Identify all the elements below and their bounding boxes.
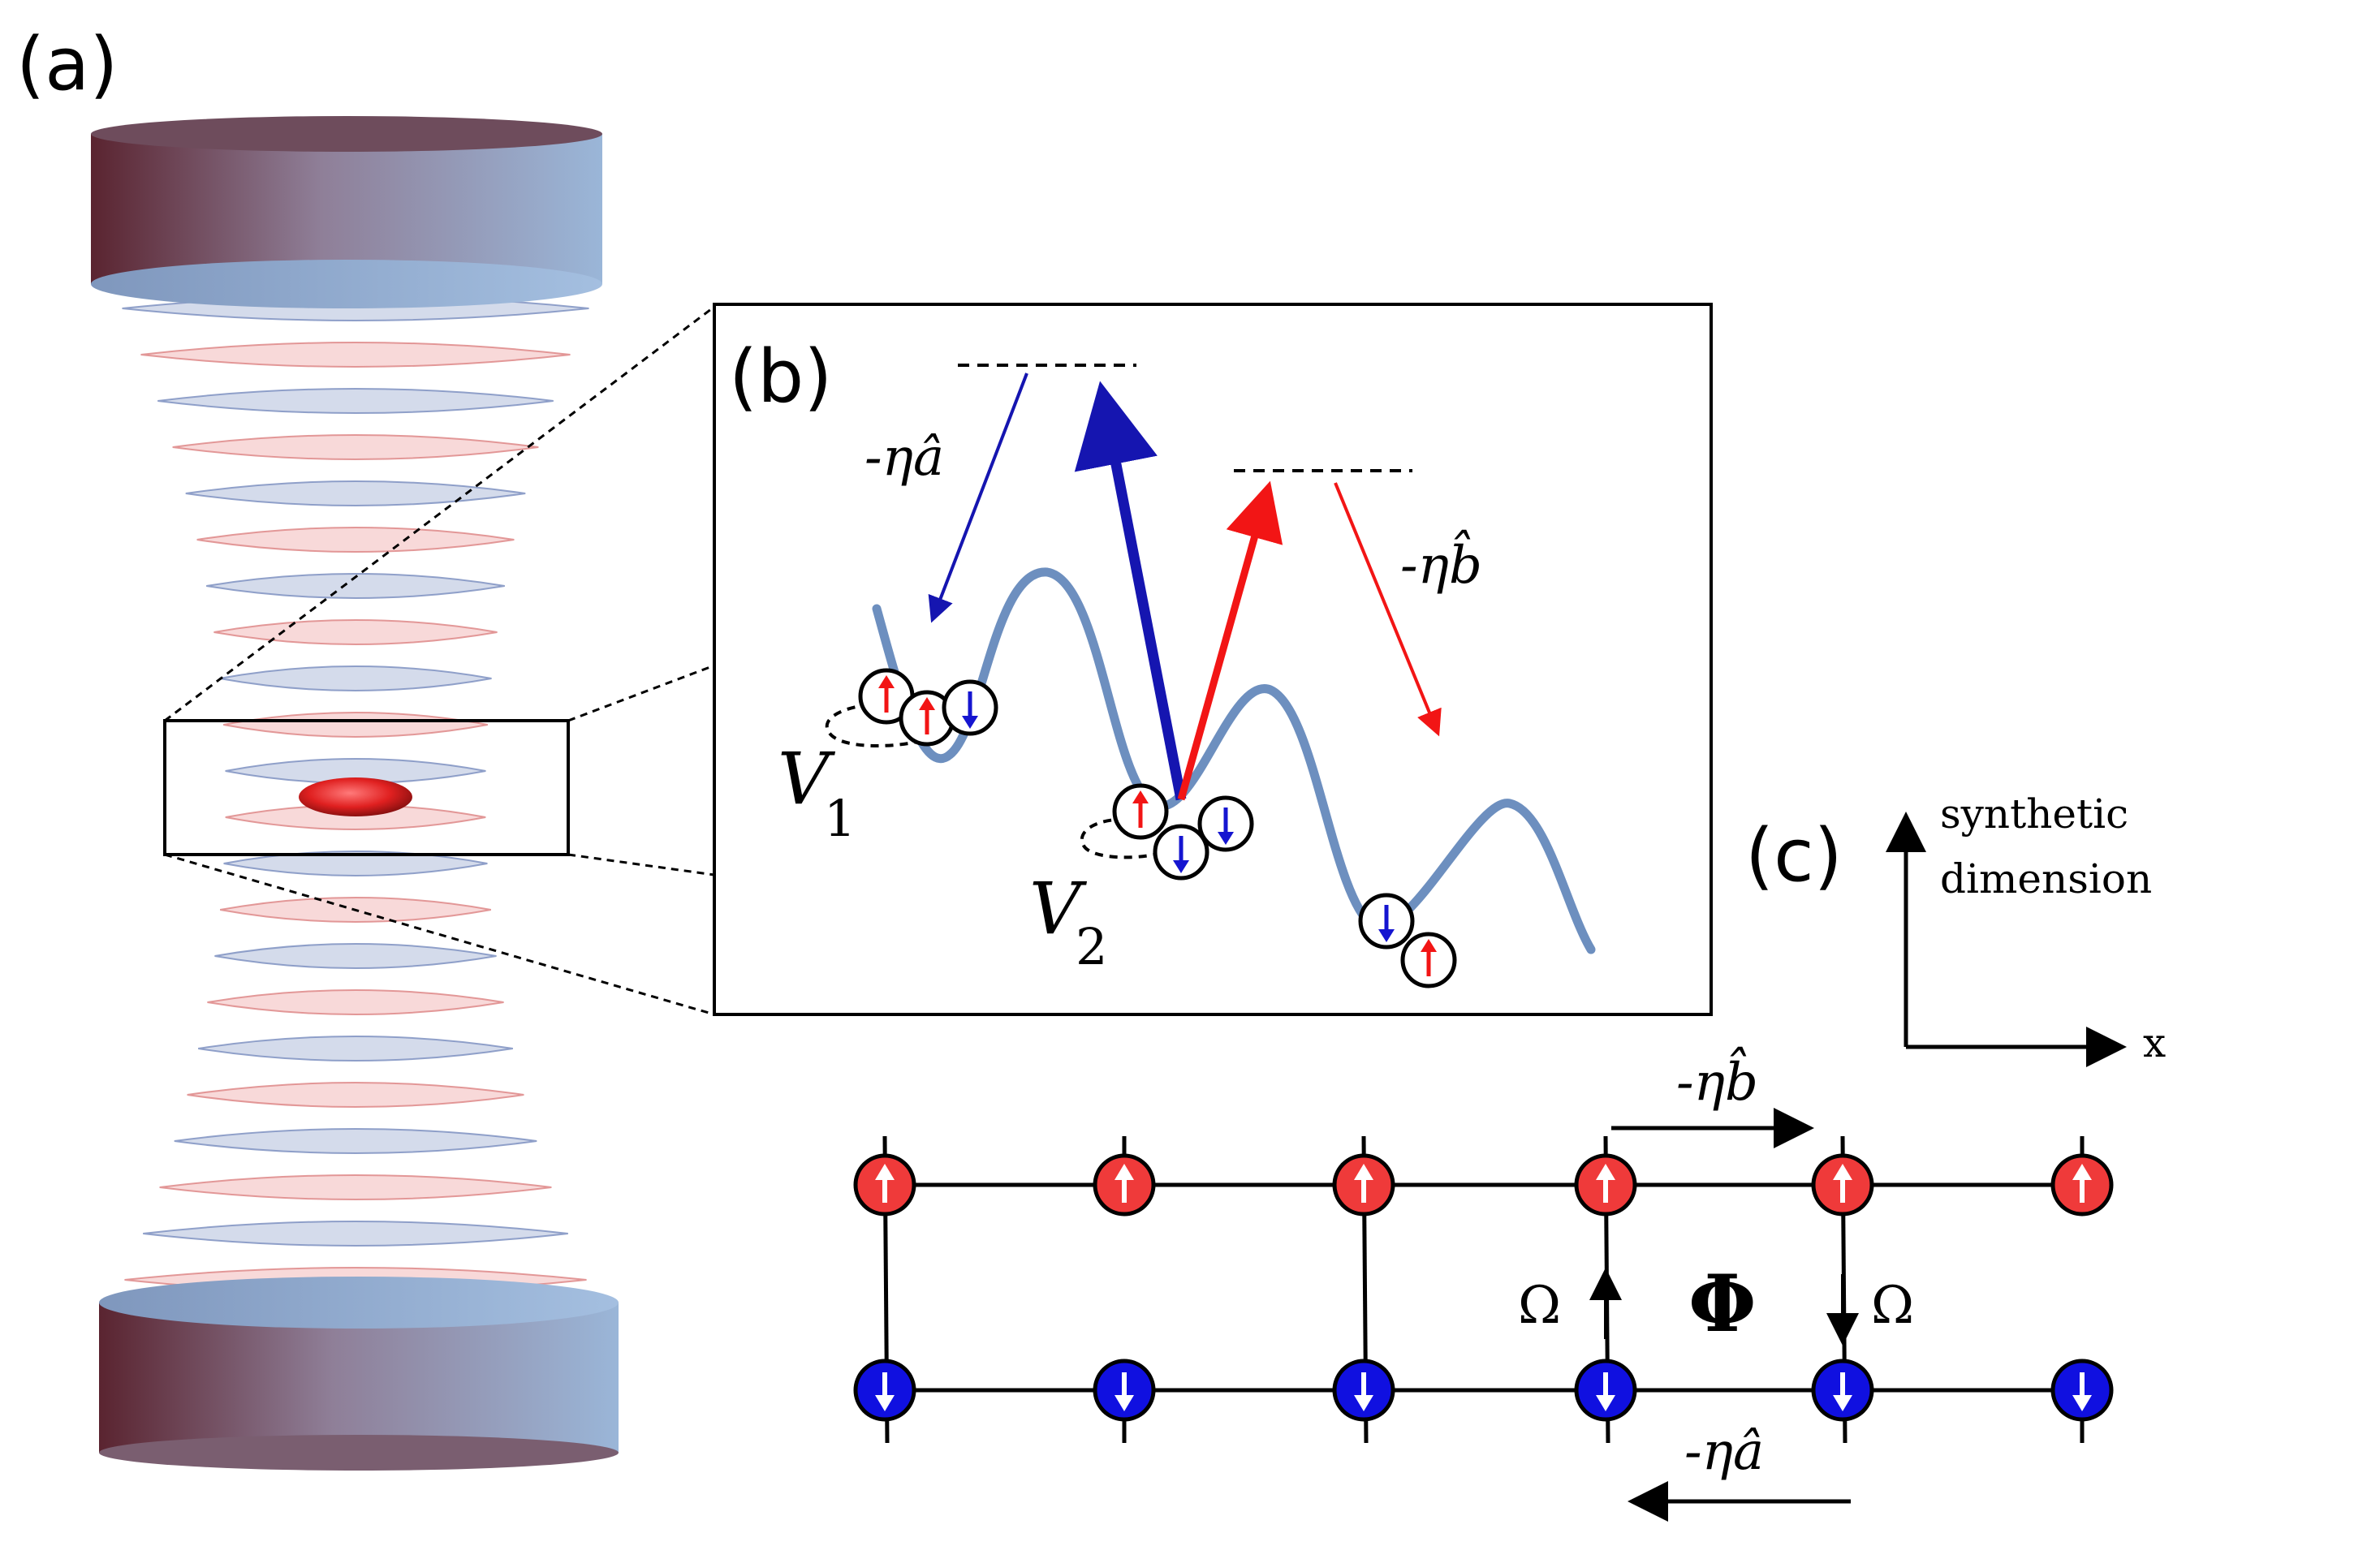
lattice-layer (140, 342, 571, 368)
lattice-layer (225, 758, 486, 784)
panel-c: (c) synthetic dimension x -ηb̂ -ηâ Ω Ω Φ (853, 790, 2166, 1522)
atom-up (1112, 783, 1169, 840)
lattice-layer (223, 712, 488, 738)
atom-down (1153, 824, 1209, 881)
axis-y-label-2: dimension (1940, 855, 2152, 902)
site-spin-down (1811, 1359, 1874, 1422)
site-spin-down (853, 1359, 916, 1422)
arrow-red-up (1177, 480, 1283, 801)
site-spin-up (853, 1153, 916, 1217)
panel-a-label: (a) (16, 22, 118, 107)
flux-label: Φ (1688, 1258, 1757, 1350)
panel-b-label: (b) (729, 334, 832, 420)
svg-text:V: V (778, 737, 836, 820)
lattice-layer (185, 480, 526, 506)
label-bottom-hop: -ηâ (1684, 1422, 1764, 1482)
lattice-layer (207, 989, 504, 1015)
label-eta-b: -ηb̂ (1400, 530, 1482, 596)
label-v2: V 2 (1029, 867, 1107, 976)
omega-right: Ω (1871, 1276, 1914, 1336)
label-eta-a: -ηâ (864, 428, 944, 488)
lattice-layer (214, 943, 497, 969)
lattice-layer (219, 665, 492, 691)
site-spin-down (1332, 1359, 1395, 1422)
svg-text:1: 1 (824, 789, 856, 848)
site-spin-down (2050, 1359, 2114, 1422)
site-spin-up (1811, 1153, 1874, 1217)
arrow-blue-up (1074, 381, 1187, 801)
svg-text:2: 2 (1076, 917, 1107, 976)
well-atoms (858, 668, 1457, 988)
atom-up (858, 668, 915, 725)
lattice-layer (143, 1221, 568, 1247)
ladder-lattice (853, 1135, 2114, 1444)
site-spin-down (1093, 1359, 1156, 1422)
atom-up (1400, 932, 1457, 988)
lattice-layer (157, 388, 554, 414)
arrow-red-down (1334, 482, 1442, 737)
bottom-mirror (99, 1277, 619, 1471)
lattice-layer (187, 1082, 524, 1108)
atom-down (942, 679, 998, 736)
label-v1: V 1 (778, 737, 856, 848)
lattice-layer (172, 434, 539, 460)
panel-b-frame (713, 303, 1713, 1016)
axis-y-label-1: synthetic (1940, 790, 2128, 838)
label-top-hop: -ηb̂ (1676, 1047, 1758, 1113)
site-spin-up (1332, 1153, 1395, 1217)
lattice-pancakes (122, 295, 589, 1293)
lattice-layer (206, 573, 505, 599)
axis-x-label: x (2143, 1019, 2166, 1066)
lattice-layer (198, 1036, 513, 1062)
site-spin-up (1574, 1153, 1637, 1217)
atom-down (1197, 795, 1254, 852)
lattice-layer (174, 1128, 537, 1154)
site-spin-down (1574, 1359, 1637, 1422)
panel-c-label: (c) (1745, 813, 1843, 898)
lattice-layer (213, 619, 498, 645)
svg-text:V: V (1029, 867, 1088, 950)
atom-cloud (299, 777, 412, 816)
zoom-box (163, 719, 570, 856)
top-mirror (91, 116, 602, 308)
omega-left: Ω (1518, 1276, 1561, 1336)
v2-loop (1080, 817, 1170, 859)
lattice-layer (196, 527, 515, 553)
panel-a: (a) (16, 22, 715, 1471)
atom-down (1358, 893, 1415, 950)
site-spin-up (1093, 1153, 1156, 1217)
zoom-lines (164, 305, 715, 1016)
site-spin-up (2050, 1153, 2114, 1217)
arrow-blue-down (928, 373, 1028, 623)
lattice-layer (159, 1174, 552, 1200)
panel-b: (b) -ηâ -ηb̂ V 1 (713, 303, 1713, 1016)
